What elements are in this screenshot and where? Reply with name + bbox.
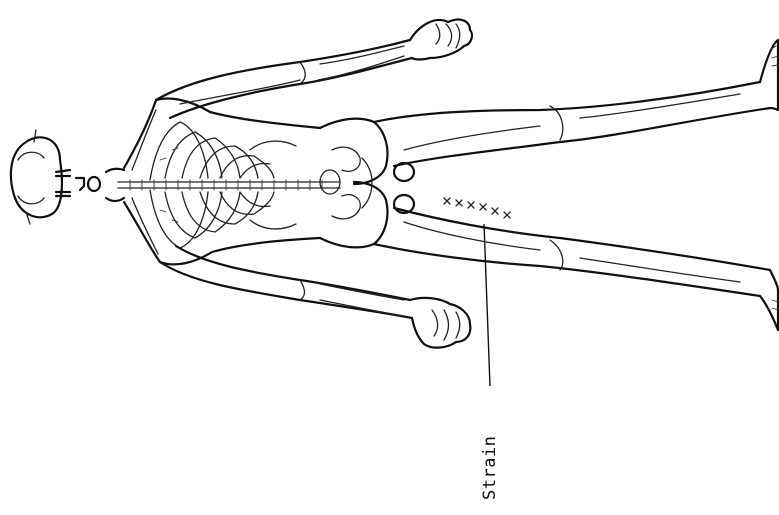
head bbox=[11, 130, 100, 224]
right-arm-upper bbox=[156, 20, 472, 118]
strain-leader-line bbox=[484, 224, 490, 386]
left-arm-lower bbox=[160, 246, 470, 348]
pelvis bbox=[320, 119, 414, 248]
neck-and-spine bbox=[106, 169, 340, 201]
strain-markers bbox=[444, 198, 510, 218]
left-leg bbox=[374, 208, 778, 330]
strain-label: Strain bbox=[480, 436, 500, 500]
